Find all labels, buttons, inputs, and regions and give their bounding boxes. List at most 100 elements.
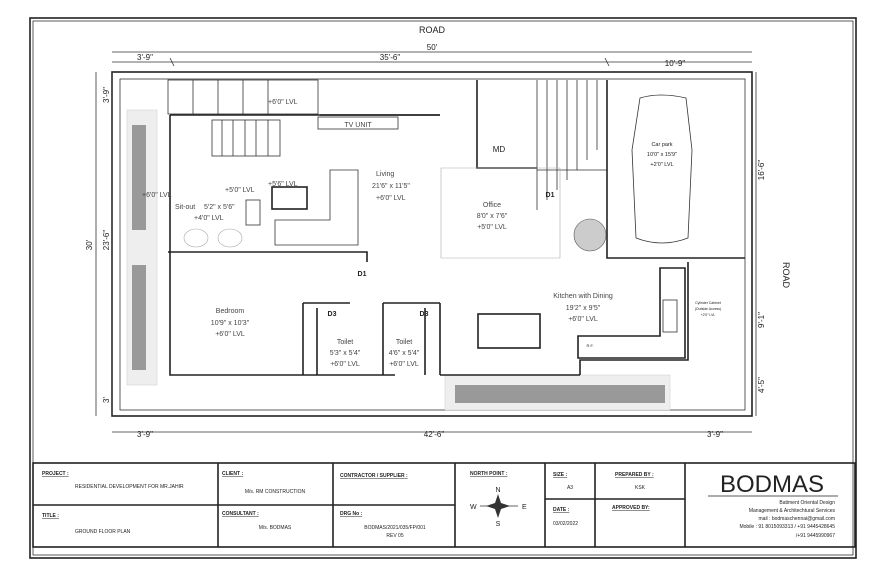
dim-right-top: 16'-6" [757, 160, 766, 181]
drg-label: DRG No : [340, 511, 363, 517]
client-value: M/s. RM CONSTRUCTION [245, 489, 306, 495]
room-level-toilet-1: +6'0" LVL [330, 361, 360, 368]
dim-right-bottom: 4'-5" [757, 377, 766, 393]
dim-bottom-middle: 42'-6" [424, 430, 445, 439]
north-point-label: NORTH POINT : [470, 471, 508, 477]
company-line-5: /+91 9445990967 [796, 533, 835, 539]
room-size-carpark: 10'0" x 15'9" [647, 152, 677, 158]
door-d1-living: D1 [358, 271, 367, 278]
room-size-toilet-1: 5'3" x 5'4" [330, 350, 361, 357]
dim-left-middle: 23'-6" [102, 230, 111, 251]
rev-value: REV 05 [386, 533, 403, 539]
dim-top-left: 3'-9" [137, 53, 153, 62]
level-stair-top: +6'0" LVL [268, 99, 298, 106]
cylinder-note-2: (Outside Access) [695, 307, 721, 311]
sheet-border-inner [32, 20, 854, 556]
project-label: PROJECT : [42, 471, 69, 477]
room-size-sitout: 5'2" x 5'6" [204, 204, 235, 211]
plot-boundary-inner [119, 78, 746, 411]
room-level-carpark: +2'0" LVL [650, 162, 673, 168]
size-label: SIZE : [553, 472, 568, 478]
room-name-carpark: Car park [651, 142, 672, 148]
client-label: CLIENT : [222, 471, 243, 477]
cylinder-note-3: +2'0" LVL [701, 313, 716, 317]
dim-left-overall: 30' [85, 239, 94, 250]
garden-planters [126, 109, 671, 411]
compass-n: N [495, 487, 500, 494]
room-name-living: Living [376, 171, 394, 178]
building-walls [168, 80, 745, 376]
room-name-kitchen: Kitchen with Dining [553, 293, 613, 300]
dim-left-top: 3'-9" [102, 87, 111, 103]
compass-e: E [522, 504, 527, 511]
prepared-by-value: KSK [635, 485, 646, 491]
tv-unit [317, 116, 399, 130]
door-d1-office: D1 [546, 192, 555, 199]
company-line-2: Management & Architechtural Services [749, 508, 836, 514]
room-name-sitout: Sit-out [175, 204, 195, 211]
dim-right-middle: 9'-1" [757, 312, 766, 328]
dim-top-overall: 50' [427, 43, 438, 52]
company-line-1: Batiment Oriental Design [779, 500, 835, 506]
staircase [167, 79, 607, 210]
room-size-bedroom: 10'9" x 10'3" [211, 320, 250, 327]
room-name-toilet-1: Toilet [337, 339, 353, 346]
car-icon [631, 94, 693, 244]
room-level-living: +6'0" LVL [376, 195, 406, 202]
room-name-bedroom: Bedroom [216, 308, 245, 315]
date-label: DATE : [553, 507, 570, 513]
door-d3-right: D3 [420, 311, 429, 318]
sink-icon [662, 299, 678, 333]
level-garden-left: +6'0" LVL [142, 192, 172, 199]
room-level-sitout: +4'0" LVL [194, 215, 224, 222]
company-logo: BODMAS [720, 471, 824, 498]
title-value: GROUND FLOOR PLAN [75, 529, 131, 535]
prepared-by-label: PREPARED BY : [615, 472, 654, 478]
room-level-kitchen: +6'0" LVL [568, 316, 598, 323]
road-label-right: ROAD [781, 262, 791, 289]
compass-w: W [470, 504, 477, 511]
approved-by-label: APPROVED BY: [612, 505, 650, 511]
title-block [32, 462, 856, 548]
cylinder-note-1: Cylinder Cabinet [695, 301, 721, 305]
drg-value: BODMAS/2021/035/FP/001 [364, 525, 426, 531]
dim-bottom-right: 3'-9" [707, 430, 723, 439]
compass-s: S [496, 521, 501, 528]
room-level-office: +5'0" LVL [477, 224, 507, 231]
consultant-label: CONSULTANT : [222, 511, 259, 517]
company-line-3: mail : bodmaschennai@gmail.com [759, 516, 836, 522]
md-label: MD [493, 145, 506, 154]
tv-unit-label: TV UNIT [344, 122, 372, 129]
room-size-toilet-2: 4'6" x 5'4" [389, 350, 420, 357]
room-size-living: 21'6" x 11'5" [372, 183, 410, 190]
room-size-office: 8'0" x 7'6" [477, 213, 508, 220]
fridge-label: R.F. [586, 343, 593, 348]
size-value: A3 [567, 485, 573, 491]
room-level-bedroom: +6'0" LVL [215, 331, 245, 338]
sheet-border [29, 17, 857, 559]
dim-bottom-left: 3'-9" [137, 430, 153, 439]
dimension-lines [95, 51, 757, 433]
title-label: TITLE : [42, 513, 59, 519]
road-label-top: ROAD [419, 25, 446, 35]
dim-top-right: 10'-9" [665, 59, 686, 68]
plot-boundary [111, 71, 753, 417]
consultant-value: M/s. BODMAS [259, 525, 292, 531]
room-name-office: Office [483, 202, 501, 209]
level-sitout-upper: +5'0" LVL [225, 187, 255, 194]
kitchen-counter [577, 267, 686, 359]
door-d3-left: D3 [328, 311, 337, 318]
level-living-area: +5'6" LVL [268, 181, 298, 188]
project-value: RESIDENTIAL DEVELOPMENT FOR MR.JAHIR [75, 484, 184, 490]
contractor-label: CONTRACTOR / SUPPLIER : [340, 473, 408, 479]
room-name-toilet-2: Toilet [396, 339, 412, 346]
dining-table [477, 313, 541, 349]
dim-top-middle: 35'-6" [380, 53, 401, 62]
dim-left-bottom: 3' [102, 397, 111, 403]
date-value: 03/02/2022 [553, 521, 578, 527]
compass-icon [480, 494, 518, 518]
room-level-toilet-2: +6'0" LVL [389, 361, 419, 368]
room-size-kitchen: 19'2" x 9'5" [566, 305, 601, 312]
living-furniture [183, 169, 359, 248]
